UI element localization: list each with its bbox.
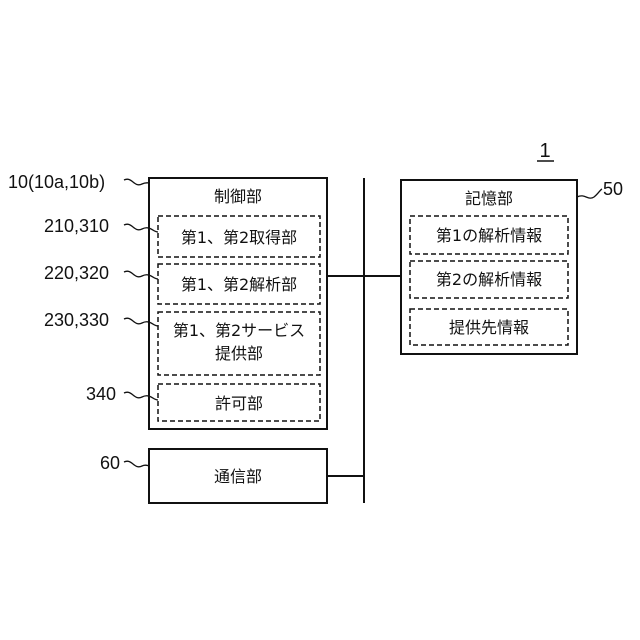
storage-unit-ref: 50	[603, 179, 623, 199]
communication-unit: 通信部	[149, 449, 327, 503]
acquisition-unit-ref: 210,310	[44, 216, 109, 236]
communication-unit-leader	[124, 461, 150, 467]
control-unit-leader	[124, 179, 150, 185]
acquisition-unit-leader	[124, 224, 158, 232]
analysis-unit-leader	[124, 271, 158, 279]
analysis-unit-label: 第1、第2解析部	[181, 275, 297, 294]
control-unit: 制御部 第1、第2取得部 第1、第2解析部 第1、第2サービス 提供部 許可部	[149, 178, 327, 429]
storage-unit-label: 記憶部	[465, 189, 513, 208]
permission-unit-ref: 340	[86, 384, 116, 404]
second-analysis-info-label: 第2の解析情報	[436, 270, 542, 289]
service-providing-unit-label-line1: 第1、第2サービス	[173, 321, 305, 340]
storage-unit-leader	[577, 189, 602, 198]
control-unit-label: 制御部	[214, 187, 262, 206]
first-analysis-info-label: 第1の解析情報	[436, 226, 542, 245]
service-providing-unit-label-line2: 提供部	[215, 344, 263, 363]
figure-number: 1	[539, 140, 550, 162]
control-unit-ref: 10(10a,10b)	[8, 172, 105, 192]
service-providing-unit-ref: 230,330	[44, 310, 109, 330]
destination-info-label: 提供先情報	[449, 318, 529, 337]
service-providing-unit-leader	[124, 318, 158, 326]
storage-unit: 記憶部 第1の解析情報 第2の解析情報 提供先情報	[401, 180, 577, 354]
analysis-unit-ref: 220,320	[44, 263, 109, 283]
communication-unit-label: 通信部	[214, 467, 262, 486]
communication-unit-ref: 60	[100, 453, 120, 473]
acquisition-unit-label: 第1、第2取得部	[181, 228, 297, 247]
permission-unit-leader	[124, 392, 158, 400]
permission-unit-label: 許可部	[215, 394, 263, 413]
